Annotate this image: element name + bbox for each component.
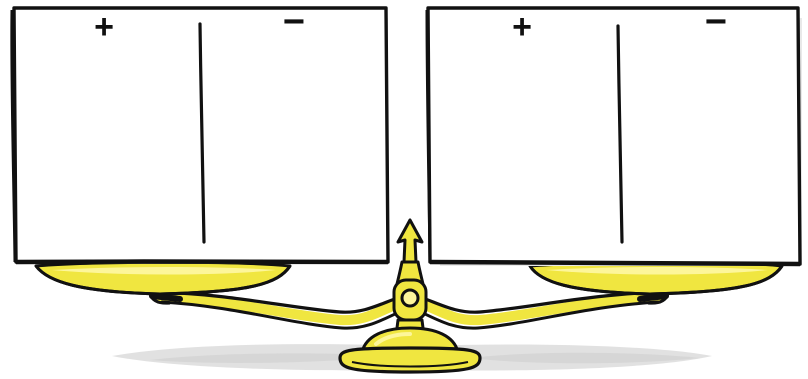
- right-board-plus-symbol: +: [512, 8, 532, 46]
- left-board-plus-symbol: +: [94, 8, 114, 46]
- left-pros-cons-board: + −: [12, 1, 388, 264]
- right-board-minus-symbol: −: [705, 1, 727, 43]
- left-board-minus-symbol: −: [283, 1, 305, 43]
- scale-base: [340, 328, 480, 372]
- scale-pillar: [394, 220, 426, 336]
- right-pan: [530, 262, 782, 303]
- left-pan: [36, 262, 290, 303]
- right-pros-cons-board: + −: [427, 1, 802, 266]
